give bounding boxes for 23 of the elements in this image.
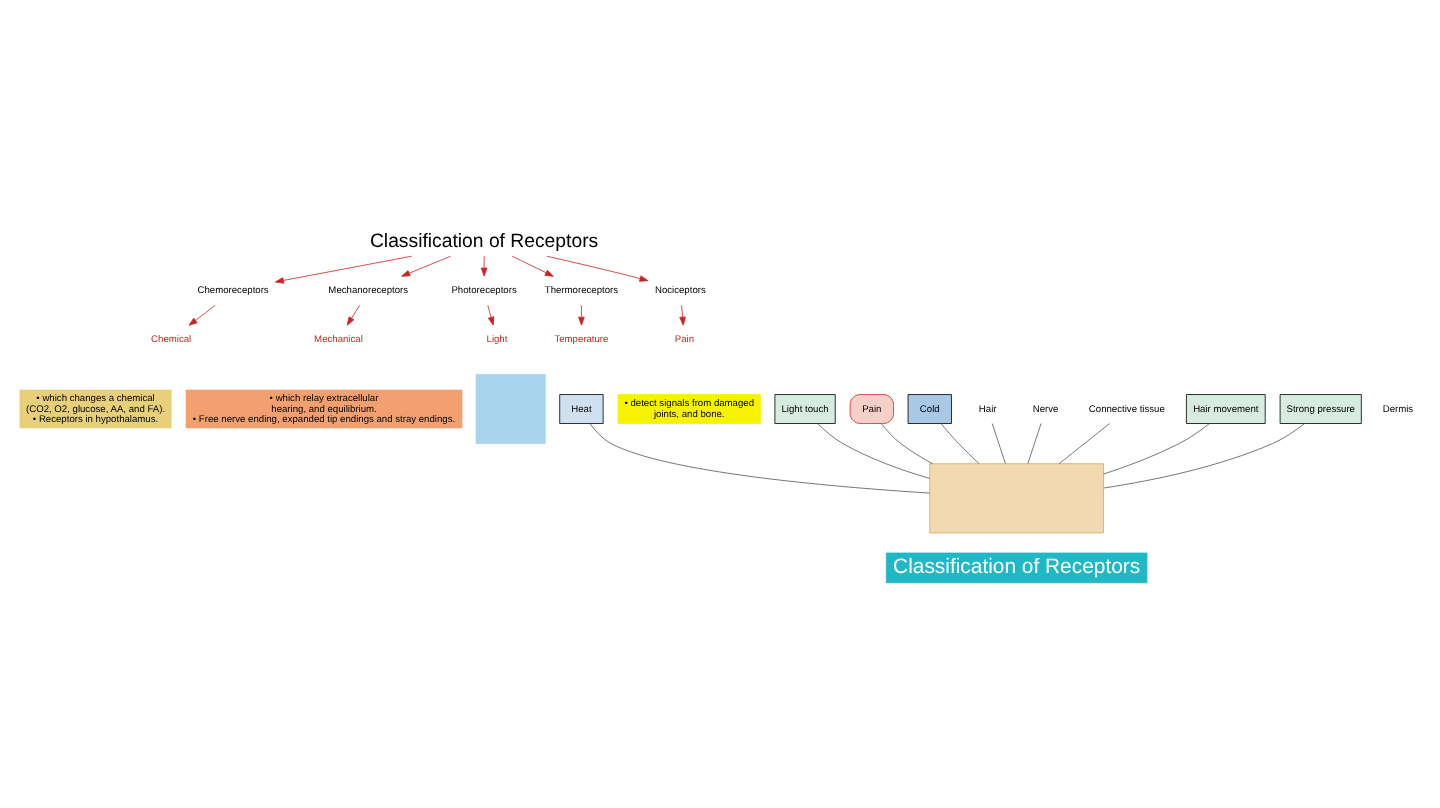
connector [881,422,933,464]
connector [589,422,931,493]
node-text: Classification of Receptors [369,229,599,252]
label: Classification of Receptors [893,555,1141,578]
connector [1103,422,1305,488]
connector [1103,422,1210,474]
arrow [480,254,488,276]
arrow [578,303,585,325]
arrow [346,303,361,325]
arrow [188,303,216,325]
node-box [475,373,546,443]
connector [1027,422,1042,463]
connector [817,422,931,478]
arrow [511,254,554,276]
connector [991,422,1006,463]
arrow [546,254,649,281]
connector [1058,422,1110,464]
arrow [274,254,412,283]
node-box [929,462,1104,533]
connector [940,422,980,463]
arrow [679,303,686,325]
arrow [487,303,495,325]
arrow [401,254,451,276]
